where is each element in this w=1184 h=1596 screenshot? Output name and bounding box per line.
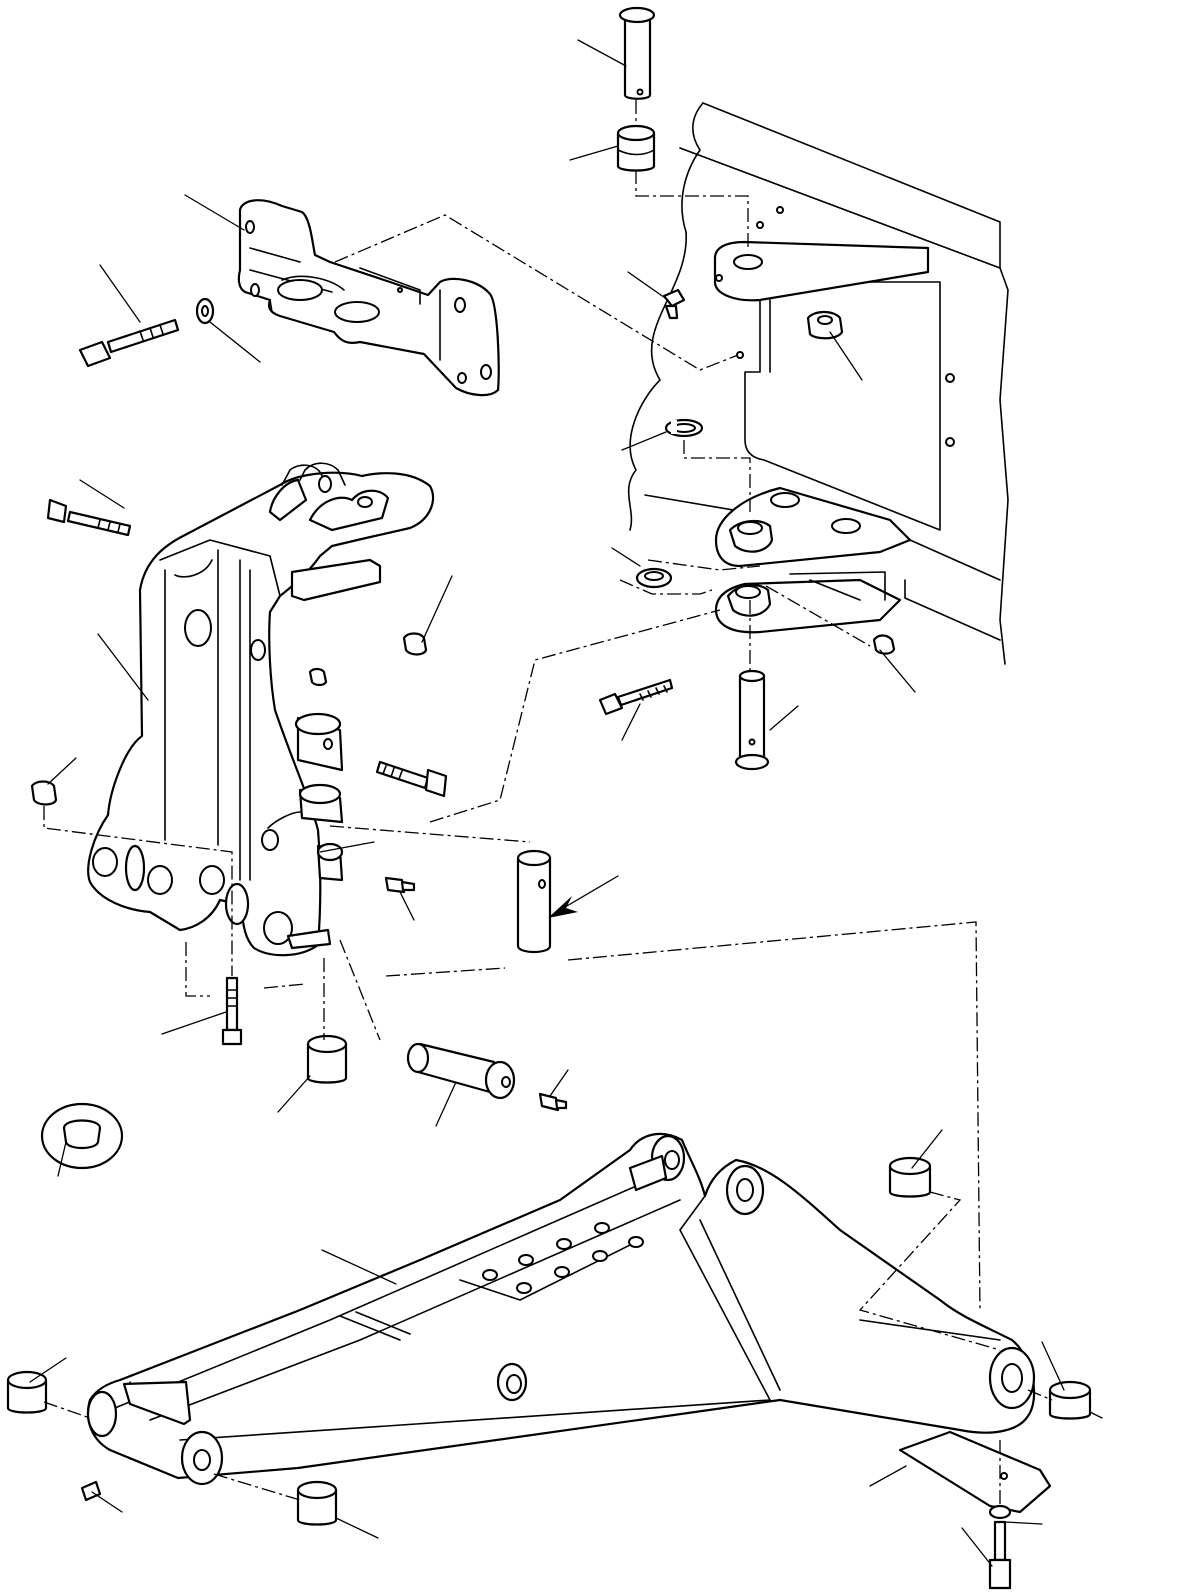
upper-bushing — [616, 124, 656, 172]
nut — [30, 780, 58, 806]
grease-nipple — [662, 288, 686, 320]
boom-arm — [86, 1132, 1036, 1486]
bolt — [598, 678, 674, 716]
assembly-lines — [43, 100, 1053, 1506]
bolt — [78, 318, 180, 368]
bolt — [375, 760, 448, 798]
lower-pin-small — [516, 849, 552, 954]
washer — [195, 297, 215, 325]
bushing — [296, 1480, 338, 1526]
pivot-bracket — [87, 462, 435, 957]
nut — [872, 634, 896, 655]
frame-lower-plate-2 — [714, 571, 902, 634]
bushing — [888, 1156, 932, 1198]
lower-pin-small — [734, 669, 770, 771]
bushing — [6, 1370, 48, 1414]
nut — [402, 632, 428, 656]
guard-plate — [898, 1430, 1052, 1514]
bushing — [1048, 1380, 1092, 1420]
bushing — [306, 1034, 348, 1084]
frame-upper-plate — [713, 240, 930, 302]
upper-pin — [618, 6, 656, 100]
circlip — [664, 418, 704, 438]
nut — [308, 667, 328, 687]
frame-lower-plate — [714, 486, 912, 568]
machine-frame — [627, 102, 1009, 665]
boom-pin — [406, 1042, 516, 1100]
direction-arrow — [548, 875, 619, 918]
bolt — [221, 976, 243, 1046]
nut — [806, 310, 844, 340]
grease-nipple — [80, 1480, 102, 1502]
leader-lines — [29, 39, 1103, 1567]
frame-bracket — [237, 199, 500, 397]
grease-nipple — [538, 1092, 568, 1112]
washer — [635, 567, 673, 589]
bolt — [988, 1520, 1012, 1590]
grease-nipple — [384, 876, 416, 894]
washer — [988, 1504, 1012, 1520]
cap-plug — [40, 1102, 124, 1170]
bolt — [46, 498, 132, 537]
